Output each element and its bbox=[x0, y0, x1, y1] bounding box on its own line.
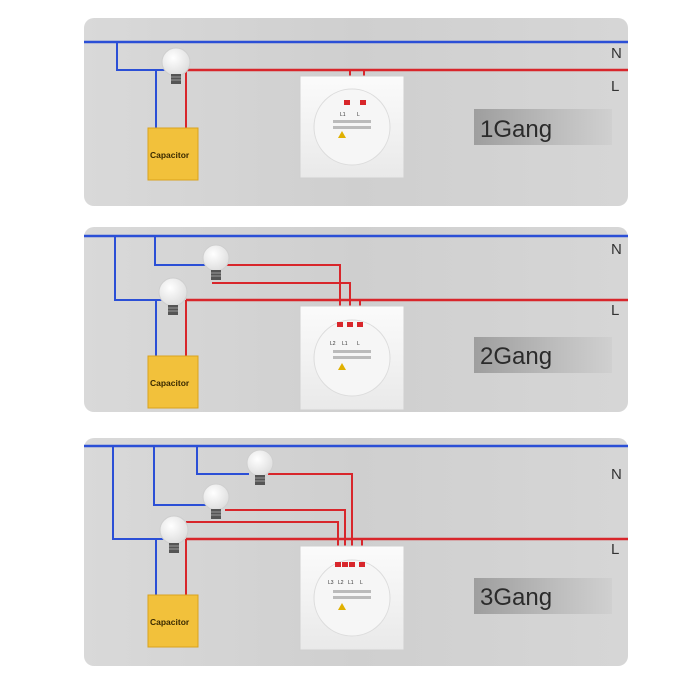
live-label: L bbox=[611, 78, 619, 95]
neutral-drop-3 bbox=[196, 446, 249, 475]
neutral-label: N bbox=[611, 45, 622, 62]
neutral-drop bbox=[114, 236, 170, 301]
light-bulb-icon bbox=[159, 515, 189, 553]
neutral-drop bbox=[112, 446, 168, 540]
gang-label: 1Gang bbox=[480, 116, 552, 143]
capacitor-label: Capacitor bbox=[150, 378, 190, 388]
capacitor-icon: Capacitor bbox=[147, 355, 199, 409]
capacitor-label: Capacitor bbox=[150, 150, 190, 160]
terminal-label-l: L bbox=[360, 580, 363, 586]
warning-icon bbox=[338, 131, 346, 138]
warning-icon bbox=[338, 603, 346, 610]
wall-switch-icon: L3 L2 L1 L bbox=[299, 545, 405, 651]
terminal-label-l2: L2 bbox=[338, 580, 344, 586]
live-label: L bbox=[611, 302, 619, 319]
gang-label: 2Gang bbox=[480, 343, 552, 370]
panel-1gang: N L Capacitor L1 L bbox=[84, 18, 628, 206]
light-bulb-icon bbox=[246, 449, 274, 485]
neutral-label: N bbox=[611, 466, 622, 483]
light-bulb-icon bbox=[202, 244, 230, 280]
terminal-label-l2: L2 bbox=[330, 341, 336, 347]
neutral-drop-2 bbox=[153, 446, 207, 506]
load-wire-l1 bbox=[186, 521, 339, 550]
panel-2gang: N L Capacitor bbox=[84, 227, 628, 412]
neutral-label: N bbox=[611, 241, 622, 258]
capacitor-label: Capacitor bbox=[150, 617, 190, 627]
terminal-label-l1: L1 bbox=[340, 112, 346, 118]
panel-3gang: N L Capacitor bbox=[84, 438, 628, 666]
light-bulb-icon bbox=[161, 47, 191, 84]
wall-switch-icon: L2 L1 L bbox=[299, 305, 405, 411]
load-wire-l1 bbox=[212, 282, 351, 310]
neutral-drop-2 bbox=[154, 236, 212, 266]
gang-label: 3Gang bbox=[480, 584, 552, 611]
capacitor-icon: Capacitor bbox=[147, 594, 199, 648]
terminal-label-l: L bbox=[357, 112, 360, 118]
terminal-label-l3: L3 bbox=[328, 580, 334, 586]
load-wire-l2 bbox=[225, 509, 346, 550]
warning-icon bbox=[338, 363, 346, 370]
load-wire-l3 bbox=[268, 473, 353, 550]
capacitor-icon: Capacitor bbox=[147, 127, 199, 181]
wall-switch-icon: L1 L bbox=[299, 75, 405, 179]
live-label: L bbox=[611, 541, 619, 558]
terminal-label-l1: L1 bbox=[342, 341, 348, 347]
terminal-label-l1: L1 bbox=[348, 580, 354, 586]
terminal-label-l: L bbox=[357, 341, 360, 347]
load-wire-l2 bbox=[225, 264, 341, 310]
light-bulb-icon bbox=[158, 277, 188, 315]
light-bulb-icon bbox=[202, 483, 230, 519]
